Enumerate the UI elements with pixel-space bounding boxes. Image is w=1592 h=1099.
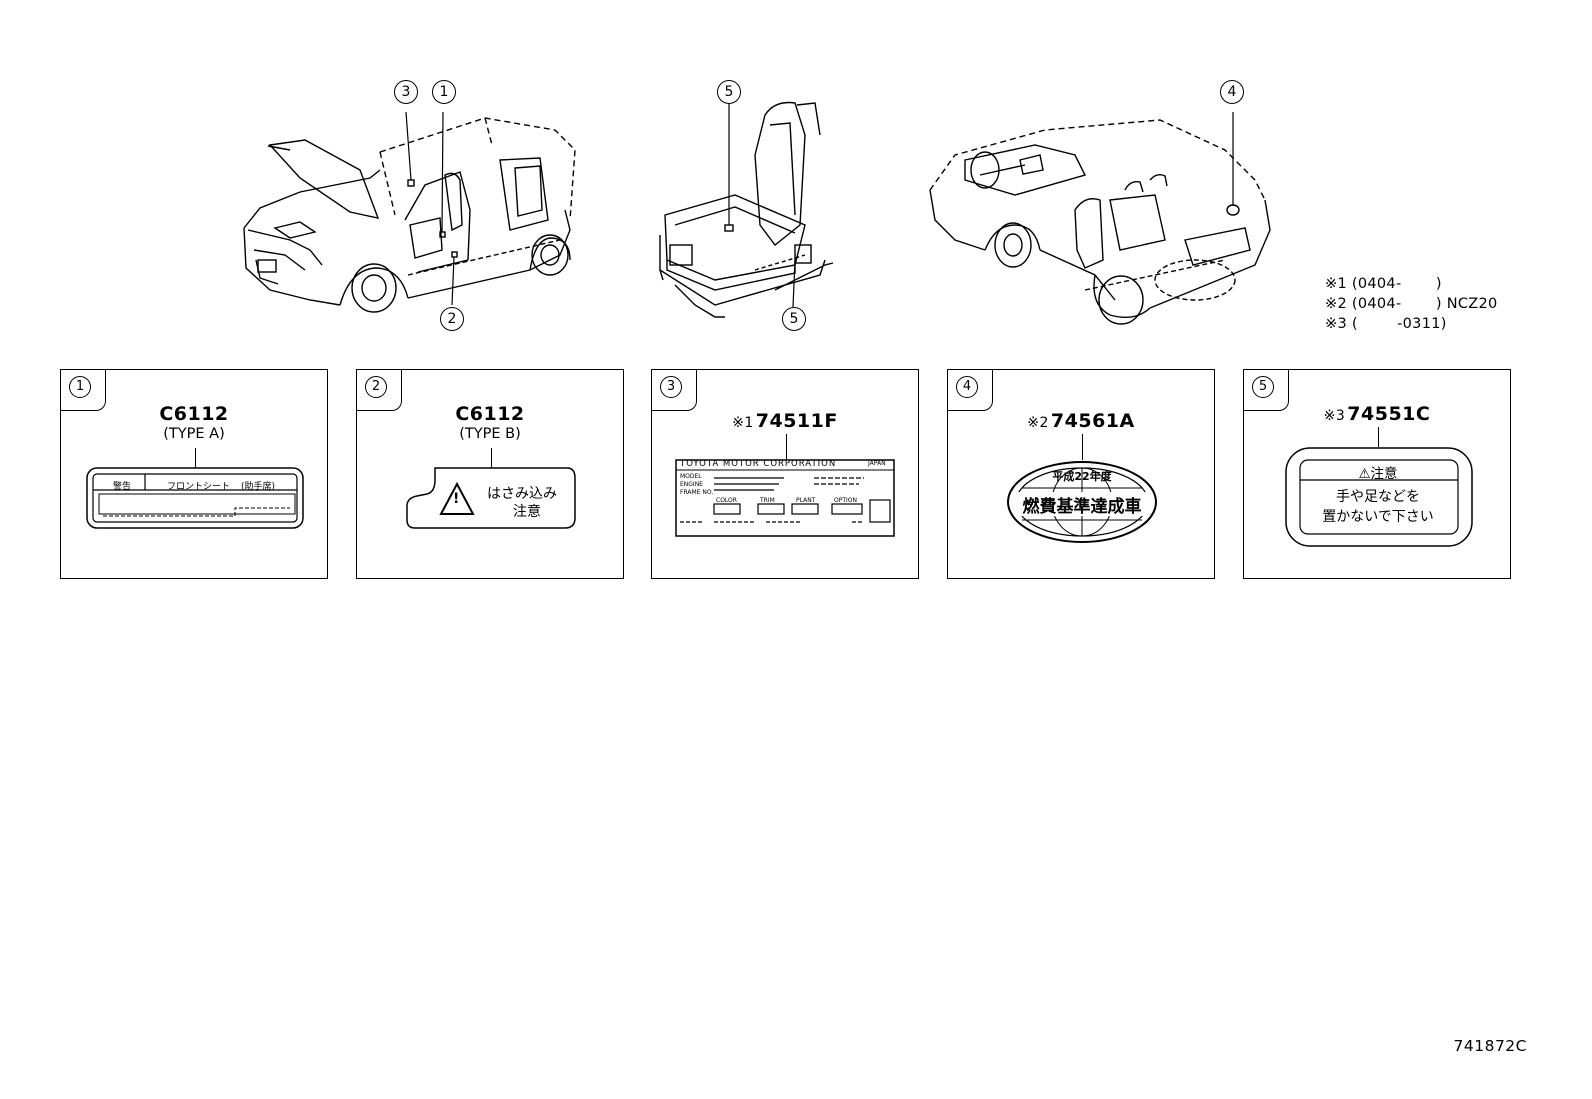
label-text-plant: PLANT bbox=[796, 497, 816, 504]
label-text-fiscal-year: 平成22年度 bbox=[1052, 470, 1112, 483]
label-text-option: OPTION bbox=[834, 497, 857, 504]
applicability-notes: ※1 (0404- ) ※2 (0404- ) NCZ20 ※3 ( -0311… bbox=[1325, 274, 1498, 334]
type-label: (TYPE B) bbox=[459, 426, 521, 442]
label-text-caution: 注意 bbox=[513, 504, 541, 520]
label-text-warning: 警告 bbox=[113, 482, 132, 492]
label-text-hands-feet: 手や足などを bbox=[1336, 489, 1420, 505]
panel-tab: 3 bbox=[651, 369, 697, 411]
panel-index: 4 bbox=[956, 376, 978, 398]
label-text-maker: TOYOTA MOTOR CORPORATION bbox=[680, 459, 837, 469]
part-number: C6112 bbox=[159, 403, 229, 425]
panel-tab: 1 bbox=[60, 369, 106, 411]
callout-3-front: 3 bbox=[394, 80, 418, 104]
panel-index: 5 bbox=[1252, 376, 1274, 398]
label-panel-1: 1 C6112 (TYPE A) 警告 フロントシート (助手席) bbox=[60, 369, 328, 579]
label-text-engine: ENGINE bbox=[680, 481, 703, 488]
car-rear-illustration bbox=[929, 112, 1271, 325]
leader-line bbox=[786, 434, 787, 460]
exclamation-icon: ! bbox=[453, 491, 460, 507]
leader-line bbox=[491, 448, 492, 468]
panel-index: 1 bbox=[69, 376, 91, 398]
fuel-economy-emblem bbox=[1007, 461, 1157, 543]
label-text-front-seat: フロントシート bbox=[167, 482, 231, 492]
callout-1-front: 1 bbox=[432, 80, 456, 104]
label-text-model: MODEL bbox=[680, 473, 702, 480]
label-text-color: COLOR bbox=[716, 497, 737, 504]
leader-line bbox=[1082, 434, 1083, 460]
label-text-caution-header: ⚠注意 bbox=[1358, 466, 1398, 482]
label-drawing bbox=[1285, 447, 1473, 547]
panel-index: 3 bbox=[660, 376, 682, 398]
seat-illustration bbox=[659, 101, 834, 318]
label-panel-2: 2 C6112 (TYPE B) ! はさみ込み 注意 bbox=[356, 369, 624, 579]
label-text-pinch: はさみ込み bbox=[487, 486, 557, 502]
label-text-passenger: (助手席) bbox=[241, 482, 276, 492]
type-label: (TYPE A) bbox=[163, 426, 225, 442]
note-3: ※3 ( -0311) bbox=[1325, 316, 1447, 332]
label-text-frame: FRAME NO. bbox=[680, 489, 714, 496]
callout-5-seat-bottom: 5 bbox=[782, 307, 806, 331]
leader-line bbox=[1378, 427, 1379, 447]
callout-2-front: 2 bbox=[440, 307, 464, 331]
car-front-illustration bbox=[243, 111, 576, 313]
callout-5-seat-top: 5 bbox=[717, 80, 741, 104]
label-text-do-not-place: 置かないで下さい bbox=[1322, 509, 1434, 525]
label-drawing bbox=[406, 467, 576, 529]
label-drawing bbox=[675, 459, 895, 537]
label-text-fuel-standard: 燃費基準達成車 bbox=[1022, 497, 1142, 517]
label-text-trim: TRIM bbox=[760, 497, 775, 504]
label-text-country: JAPAN bbox=[868, 460, 886, 467]
label-drawing bbox=[86, 467, 304, 529]
panel-index: 2 bbox=[365, 376, 387, 398]
panel-tab: 4 bbox=[947, 369, 993, 411]
callout-4-rear: 4 bbox=[1220, 80, 1244, 104]
figure-code: 741872C bbox=[1453, 1037, 1527, 1055]
note-1: ※1 (0404- ) bbox=[1325, 276, 1442, 292]
leader-line bbox=[195, 448, 196, 468]
note-2: ※2 (0404- ) NCZ20 bbox=[1325, 296, 1498, 312]
part-number: C6112 bbox=[455, 403, 525, 425]
panel-tab: 2 bbox=[356, 369, 402, 411]
panel-tab: 5 bbox=[1243, 369, 1289, 411]
